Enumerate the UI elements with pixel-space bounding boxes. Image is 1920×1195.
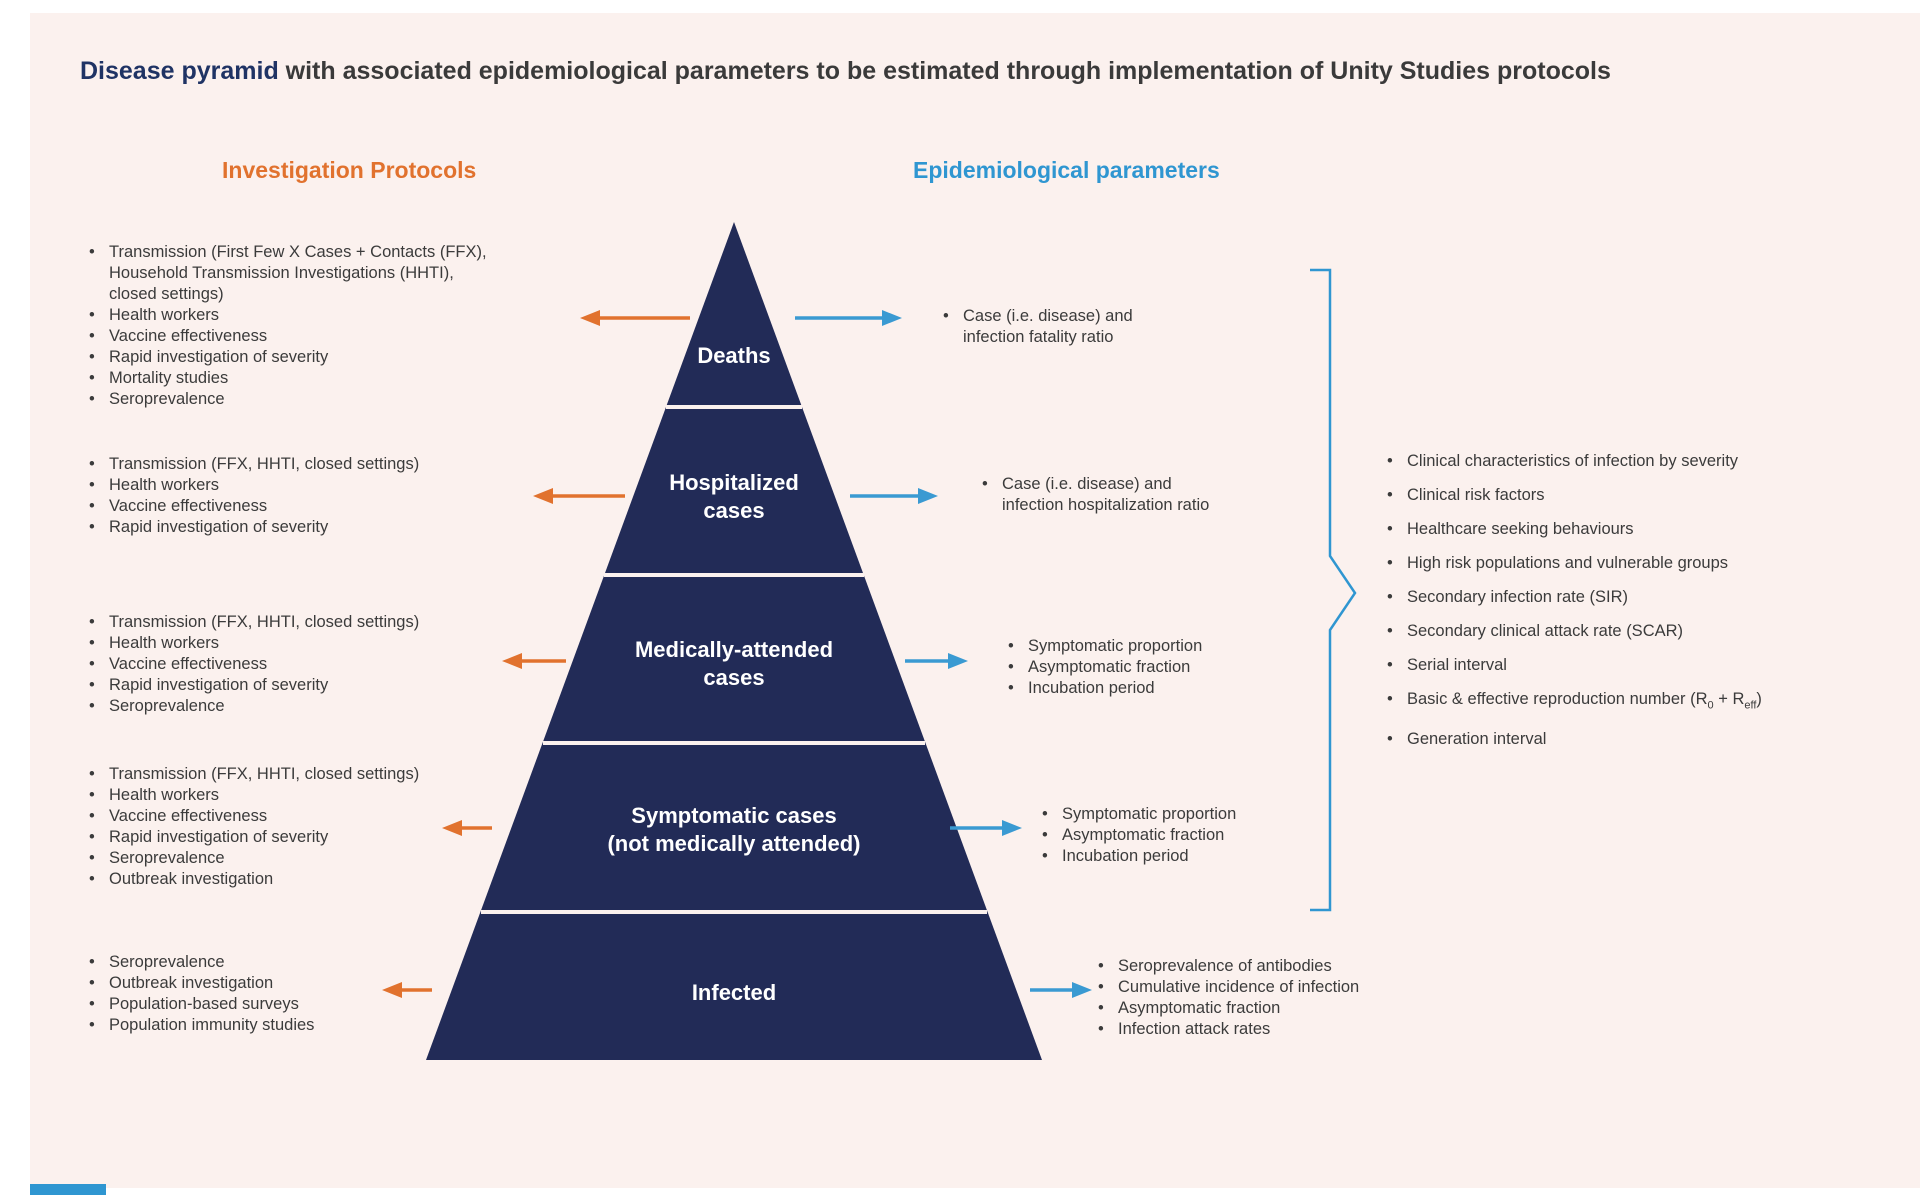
list-item: Vaccine effectiveness <box>83 496 553 517</box>
investigation-list-symptomatic: Transmission (FFX, HHTI, closed settings… <box>83 764 553 890</box>
pyramid-level-label-infected: Infected <box>691 980 777 1005</box>
list-item: Vaccine effectiveness <box>83 806 553 827</box>
list-item: Incubation period <box>1002 678 1292 699</box>
list-item: Vaccine effectiveness <box>83 654 553 675</box>
summary-parameters-list: Clinical characteristics of infection by… <box>1381 451 1901 763</box>
list-item: Asymptomatic fraction <box>1036 825 1326 846</box>
list-item: Symptomatic proportion <box>1036 804 1326 825</box>
list-item: Case (i.e. disease) and infection hospit… <box>976 474 1256 516</box>
bottom-accent-bar <box>30 1184 106 1195</box>
list-item: Vaccine effectiveness <box>83 326 553 347</box>
list-item: Seroprevalence <box>83 389 553 410</box>
investigation-list-medically-attended: Transmission (FFX, HHTI, closed settings… <box>83 612 553 717</box>
page-title-highlight: Disease pyramid <box>80 57 279 85</box>
parameters-list-symptomatic: Symptomatic proportion Asymptomatic frac… <box>1036 804 1326 867</box>
list-item: Clinical risk factors <box>1381 485 1901 506</box>
list-item: Rapid investigation of severity <box>83 517 553 538</box>
list-item: Population-based surveys <box>83 994 553 1015</box>
list-item: Rapid investigation of severity <box>83 675 553 696</box>
list-item: Rapid investigation of severity <box>83 347 553 368</box>
list-item: Healthcare seeking behaviours <box>1381 519 1901 540</box>
list-item: Rapid investigation of severity <box>83 827 553 848</box>
list-item: Infection attack rates <box>1092 1019 1422 1040</box>
list-item: Health workers <box>83 475 553 496</box>
list-item: Case (i.e. disease) and infection fatali… <box>937 306 1197 348</box>
pyramid-level-label-deaths: Deaths <box>697 343 771 368</box>
list-item: Seroprevalence <box>83 952 553 973</box>
list-item: Transmission (First Few X Cases + Contac… <box>83 242 553 305</box>
list-item: Seroprevalence <box>83 696 553 717</box>
list-item: Seroprevalence of antibodies <box>1092 956 1422 977</box>
list-item: Outbreak investigation <box>83 869 553 890</box>
pyramid-level-label-medically-attended: Medically-attended cases <box>634 637 834 690</box>
list-item: Asymptomatic fraction <box>1092 998 1422 1019</box>
investigation-list-infected: Seroprevalence Outbreak investigation Po… <box>83 952 553 1036</box>
list-item: Symptomatic proportion <box>1002 636 1292 657</box>
list-item: Health workers <box>83 785 553 806</box>
list-item: Health workers <box>83 305 553 326</box>
list-item: Clinical characteristics of infection by… <box>1381 451 1901 472</box>
list-item: Mortality studies <box>83 368 553 389</box>
list-item: Transmission (FFX, HHTI, closed settings… <box>83 612 553 633</box>
list-item: Transmission (FFX, HHTI, closed settings… <box>83 454 553 475</box>
list-item: High risk populations and vulnerable gro… <box>1381 553 1901 574</box>
parameters-list-infected: Seroprevalence of antibodies Cumulative … <box>1092 956 1422 1040</box>
list-item: Serial interval <box>1381 655 1901 676</box>
list-item: Health workers <box>83 633 553 654</box>
list-item: Secondary infection rate (SIR) <box>1381 587 1901 608</box>
list-item: Outbreak investigation <box>83 973 553 994</box>
list-item: Asymptomatic fraction <box>1002 657 1292 678</box>
investigation-list-hospitalized: Transmission (FFX, HHTI, closed settings… <box>83 454 553 538</box>
pyramid-level-label-symptomatic: Symptomatic cases (not medically attende… <box>607 803 861 856</box>
pyramid-level-label-hospitalized: Hospitalized cases <box>669 470 799 523</box>
investigation-list-deaths: Transmission (First Few X Cases + Contac… <box>83 242 553 410</box>
list-item: Population immunity studies <box>83 1015 553 1036</box>
list-item: Secondary clinical attack rate (SCAR) <box>1381 621 1901 642</box>
page-title: Disease pyramid with associated epidemio… <box>80 56 1611 86</box>
list-item: Generation interval <box>1381 729 1901 750</box>
list-item-reproduction-number: Basic & effective reproduction number (R… <box>1381 689 1901 716</box>
list-item: Transmission (FFX, HHTI, closed settings… <box>83 764 553 785</box>
parameters-list-deaths: Case (i.e. disease) and infection fatali… <box>937 306 1197 348</box>
list-item: Cumulative incidence of infection <box>1092 977 1422 998</box>
parameters-list-medically-attended: Symptomatic proportion Asymptomatic frac… <box>1002 636 1292 699</box>
investigation-protocols-header: Investigation Protocols <box>222 157 477 183</box>
list-item: Incubation period <box>1036 846 1326 867</box>
epidemiological-parameters-header: Epidemiological parameters <box>913 157 1220 183</box>
page-title-rest: with associated epidemiological paramete… <box>278 57 1611 85</box>
parameters-list-hospitalized: Case (i.e. disease) and infection hospit… <box>976 474 1256 516</box>
list-item: Seroprevalence <box>83 848 553 869</box>
